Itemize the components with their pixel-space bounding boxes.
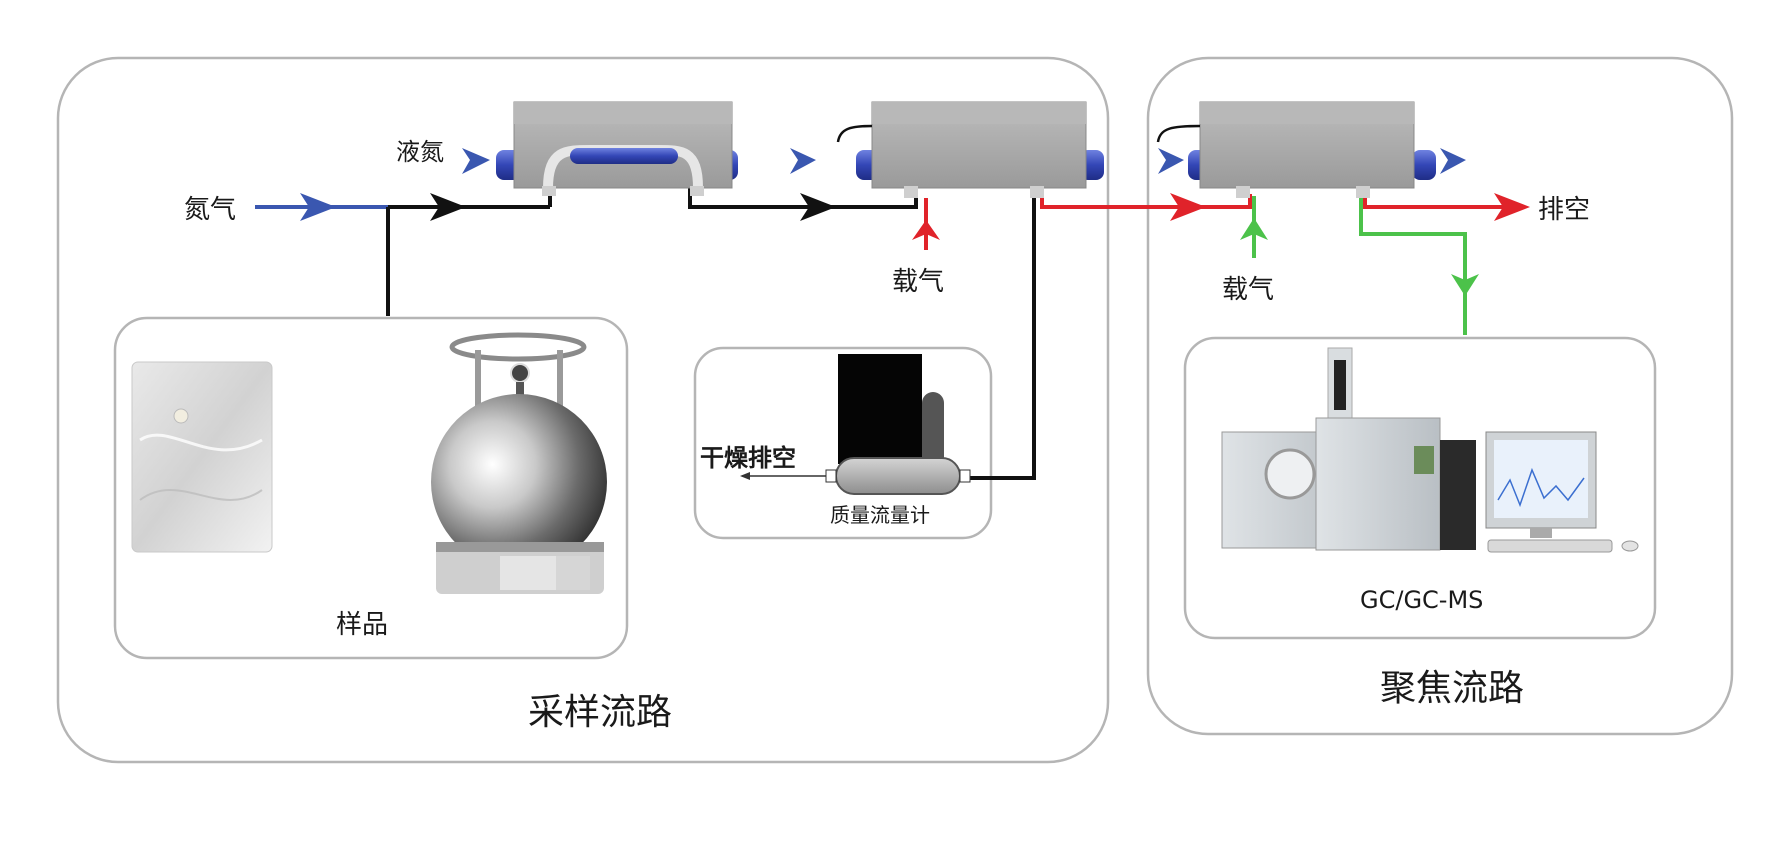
arrow-red-1 xyxy=(1170,193,1206,221)
nitrogen-line xyxy=(255,193,388,221)
liquid-nitrogen-label: 液氮 xyxy=(396,138,444,166)
arrow-red-2 xyxy=(1494,193,1530,221)
gc-ms-panel xyxy=(1183,336,1657,640)
sampling-path-title: 采样流路 xyxy=(528,692,672,733)
gas-bag-icon xyxy=(131,361,273,553)
arrow-blue-4 xyxy=(1440,148,1466,174)
sample-panel xyxy=(113,316,629,660)
arrow-blue-2 xyxy=(790,148,816,174)
arrow-black-2 xyxy=(800,193,836,221)
arrow-black-1 xyxy=(430,193,466,221)
arrow-green-up xyxy=(1240,218,1268,240)
cold-trap-icon xyxy=(836,101,1104,198)
canister-icon xyxy=(431,332,607,594)
dry-vent-arrow xyxy=(740,472,826,480)
arrow-blue-3 xyxy=(1158,148,1184,174)
arrow-green-down xyxy=(1451,274,1479,296)
arrow-red-up xyxy=(912,220,940,240)
gc-ms-instrument-icon xyxy=(1221,347,1639,553)
focusing-path-title: 聚焦流路 xyxy=(1380,668,1524,709)
carrier-red-lines xyxy=(924,194,1515,250)
carrier-gas-label-1: 载气 xyxy=(892,267,944,297)
cold-trap-icon xyxy=(496,101,738,196)
focus-green-lines xyxy=(1252,194,1467,335)
dry-vent-label: 干燥排空 xyxy=(700,444,796,472)
sampling-path-panel xyxy=(56,56,1110,764)
gc-ms-label: GC/GC-MS xyxy=(1360,586,1483,614)
vent-label: 排空 xyxy=(1538,195,1590,225)
mass-flow-panel xyxy=(693,346,993,540)
mass-flow-meter-icon xyxy=(825,354,971,495)
mass-flow-meter-label: 质量流量计 xyxy=(830,503,930,527)
cold-trap-icon xyxy=(1156,101,1436,198)
sample-label: 样品 xyxy=(336,610,388,640)
arrow-blue-1 xyxy=(462,148,490,174)
focusing-path-panel xyxy=(1146,56,1734,736)
carrier-gas-label-2: 载气 xyxy=(1222,275,1274,305)
nitrogen-label: 氮气 xyxy=(184,195,236,225)
